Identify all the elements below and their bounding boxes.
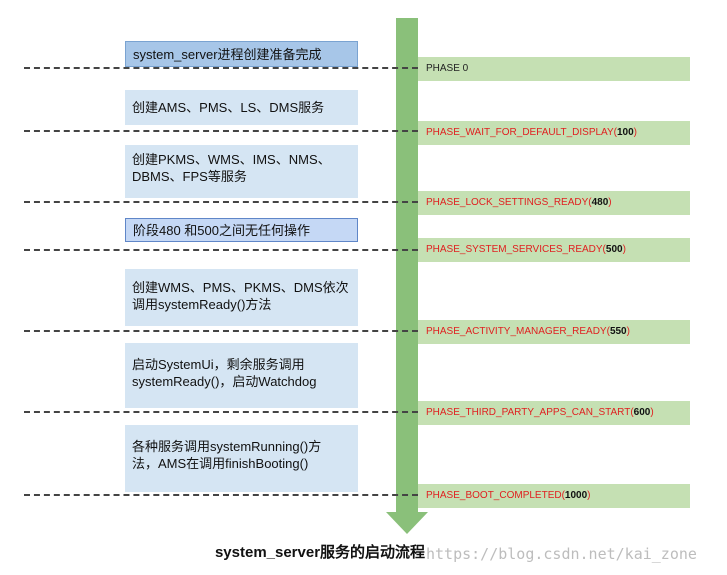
phase-divider-4: [24, 330, 418, 332]
task-box-1: 创建AMS、PMS、LS、DMS服务: [125, 90, 358, 125]
phase-divider-0: [24, 67, 418, 69]
phase-name: PHASE_WAIT_FOR_DEFAULT_DISPLAY(: [426, 127, 617, 138]
phase-box-2: PHASE_LOCK_SETTINGS_READY(480): [418, 191, 690, 215]
phase-close-paren: ): [633, 127, 638, 138]
phase-value: 100: [616, 127, 634, 138]
task-box-3: 阶段480 和500之间无任何操作: [125, 218, 358, 242]
phase-close-paren: ): [626, 326, 630, 337]
phase-close-paren: ): [587, 490, 591, 501]
task-box-4: 创建WMS、PMS、PKMS、DMS依次 调用systemReady()方法: [125, 269, 358, 326]
phase-box-6: PHASE_BOOT_COMPLETED(1000): [418, 484, 690, 508]
phase-divider-2: [24, 201, 418, 203]
task-box-0: system_server进程创建准备完成: [125, 41, 358, 67]
phase-box-3: PHASE_SYSTEM_SERVICES_READY(500): [418, 238, 690, 262]
phase-value: 480: [591, 197, 609, 208]
phase-box-4: PHASE_ACTIVITY_MANAGER_READY(550): [418, 320, 690, 344]
phase-value: 1000: [564, 490, 588, 501]
phase-box-1: PHASE_WAIT_FOR_DEFAULT_DISPLAY(100): [418, 121, 690, 145]
watermark-url: https://blog.csdn.net/kai_zone: [426, 545, 697, 563]
phase-name: PHASE_LOCK_SETTINGS_READY(: [426, 197, 592, 208]
phase-close-paren: ): [650, 407, 654, 418]
diagram-caption: system_server服务的启动流程: [214, 544, 426, 561]
phase-divider-3: [24, 249, 418, 251]
timeline-arrow-shaft: [396, 18, 418, 514]
phase-divider-1: [24, 130, 418, 132]
phase-divider-5: [24, 411, 418, 413]
phase-name: PHASE_SYSTEM_SERVICES_READY(: [426, 244, 606, 255]
task-box-2: 创建PKMS、WMS、IMS、NMS、 DBMS、FPS等服务: [125, 145, 358, 198]
phase-name: PHASE_ACTIVITY_MANAGER_READY(: [426, 326, 610, 337]
phase-name: PHASE 0: [426, 63, 469, 74]
phase-close-paren: ): [622, 244, 626, 255]
phase-value: 600: [633, 407, 651, 418]
phase-value: 550: [609, 326, 627, 337]
phase-value: 500: [605, 244, 623, 255]
phase-box-0: PHASE 0: [418, 57, 690, 81]
phase-box-5: PHASE_THIRD_PARTY_APPS_CAN_START(600): [418, 401, 690, 425]
phase-close-paren: ): [608, 197, 612, 208]
phase-divider-6: [24, 494, 418, 496]
timeline-arrow-head: [386, 512, 428, 534]
task-box-6: 各种服务调用systemRunning()方 法，AMS在调用finishBoo…: [125, 425, 358, 492]
phase-name: PHASE_THIRD_PARTY_APPS_CAN_START(: [426, 407, 634, 418]
task-box-5: 启动SystemUi，剩余服务调用 systemReady()，启动Watchd…: [125, 343, 358, 408]
phase-name: PHASE_BOOT_COMPLETED(: [426, 490, 565, 501]
